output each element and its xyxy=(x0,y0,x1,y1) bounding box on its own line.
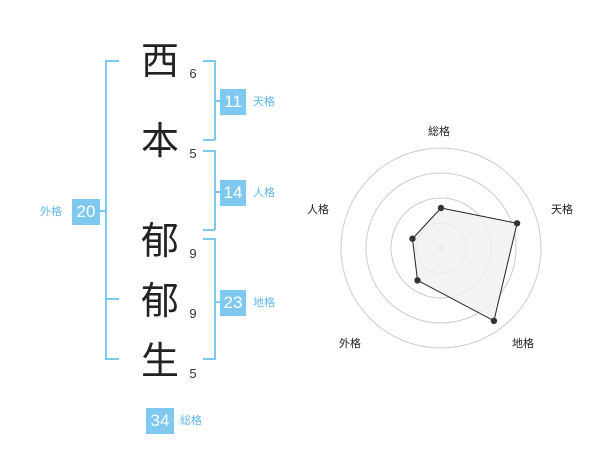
radar-point-1 xyxy=(437,204,445,212)
name-char-5: 生 xyxy=(140,339,179,383)
jinkaku-badge: 14 xyxy=(220,180,246,206)
stroke-count-4: 9 xyxy=(189,306,197,321)
gaikaku-badge: 20 xyxy=(72,199,100,225)
soukaku-badge: 34 xyxy=(146,408,174,434)
stroke-count-1: 6 xyxy=(189,66,197,81)
radar-grid-ring xyxy=(340,147,542,349)
radar-label-jinkaku: 人格 xyxy=(307,203,329,216)
radar-point-5 xyxy=(409,235,416,242)
gaikaku-label: 外格 xyxy=(40,205,62,218)
stroke-count-5: 5 xyxy=(189,366,197,381)
radar-point-2 xyxy=(513,220,521,227)
radar-point-4 xyxy=(414,277,421,284)
radar-label-chikaku: 地格 xyxy=(512,337,534,350)
name-char-1: 西 xyxy=(140,39,179,83)
stroke-count-3: 9 xyxy=(189,246,197,261)
tenkaku-label: 天格 xyxy=(253,95,275,108)
radar-label-soukaku: 総格 xyxy=(428,125,450,138)
stroke-count-2: 5 xyxy=(189,146,197,161)
radar-series-polygon xyxy=(411,207,518,322)
radar-label-tenkaku: 天格 xyxy=(551,203,573,216)
chikaku-badge: 23 xyxy=(220,290,246,316)
tenkaku-badge: 11 xyxy=(220,89,246,115)
jinkaku-label: 人格 xyxy=(253,186,275,199)
name-char-4: 郁 xyxy=(140,279,179,323)
radar-point-3 xyxy=(490,317,498,325)
radar-grid-ring xyxy=(365,172,517,324)
chikaku-label: 地格 xyxy=(253,296,275,309)
radar-label-gaikaku: 外格 xyxy=(339,337,361,350)
soukaku-label: 総格 xyxy=(180,414,202,427)
name-char-2: 本 xyxy=(140,119,179,163)
name-char-3: 郁 xyxy=(140,219,179,263)
